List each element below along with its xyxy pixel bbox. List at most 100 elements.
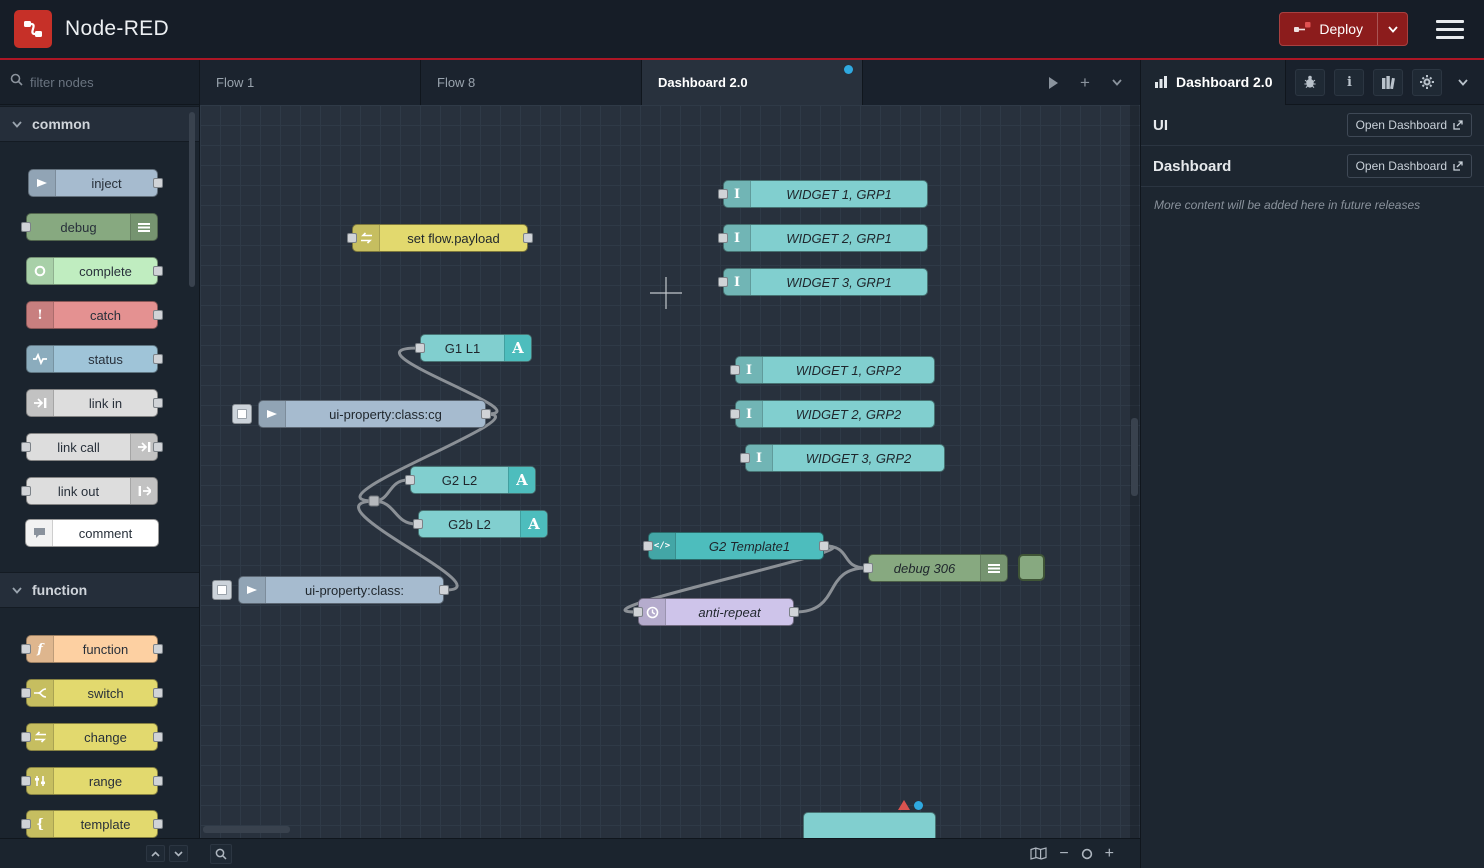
tab-flow-8[interactable]: Flow 8 bbox=[421, 60, 642, 105]
tab-scroll-right-button[interactable] bbox=[1040, 70, 1066, 96]
output-port[interactable] bbox=[153, 776, 163, 786]
input-port[interactable] bbox=[21, 486, 31, 496]
palette-node-link-call[interactable]: link call bbox=[21, 433, 163, 461]
input-port[interactable] bbox=[718, 233, 728, 243]
palette-node-inject[interactable]: inject bbox=[28, 169, 163, 197]
output-port[interactable] bbox=[153, 398, 163, 408]
flow-node-g2-l2[interactable]: G2 L2 A bbox=[405, 466, 536, 494]
input-port[interactable] bbox=[405, 475, 415, 485]
input-port[interactable] bbox=[347, 233, 357, 243]
open-dashboard-button-ui[interactable]: Open Dashboard bbox=[1346, 113, 1472, 137]
palette-category-common[interactable]: common bbox=[0, 106, 199, 142]
info-sidebar-button[interactable]: i bbox=[1334, 68, 1365, 96]
open-dashboard-button-dashboard[interactable]: Open Dashboard bbox=[1346, 154, 1472, 178]
output-port[interactable] bbox=[153, 644, 163, 654]
flow-node-debug-306[interactable]: debug 306 bbox=[863, 554, 1008, 582]
input-port[interactable] bbox=[730, 365, 740, 375]
debug-output-toggle-button[interactable] bbox=[1018, 554, 1045, 581]
palette-expand-all-button[interactable] bbox=[169, 845, 188, 862]
zoom-out-button[interactable]: − bbox=[1059, 844, 1069, 862]
output-port[interactable] bbox=[523, 233, 533, 243]
canvas-search-button[interactable] bbox=[210, 843, 232, 864]
input-port[interactable] bbox=[740, 453, 750, 463]
palette-category-function[interactable]: function bbox=[0, 572, 199, 608]
flow-node-widget3-grp1[interactable]: I WIDGET 3, GRP1 bbox=[718, 268, 928, 296]
flow-node-ui-property-class[interactable]: ui-property:class: bbox=[212, 576, 449, 604]
flow-node-widget2-grp1[interactable]: I WIDGET 2, GRP1 bbox=[718, 224, 928, 252]
config-sidebar-button[interactable] bbox=[1412, 68, 1443, 96]
canvas-horizontal-scrollbar[interactable] bbox=[203, 826, 290, 833]
flow-node-partial-bottom[interactable] bbox=[803, 812, 936, 838]
input-port[interactable] bbox=[21, 688, 31, 698]
flow-node-widget1-grp2[interactable]: I WIDGET 1, GRP2 bbox=[730, 356, 935, 384]
output-port[interactable] bbox=[153, 688, 163, 698]
flow-node-anti-repeat[interactable]: anti-repeat bbox=[633, 598, 799, 626]
palette-node-change[interactable]: change bbox=[21, 723, 163, 751]
palette-node-comment[interactable]: comment bbox=[25, 519, 159, 547]
flow-node-widget2-grp2[interactable]: I WIDGET 2, GRP2 bbox=[730, 400, 935, 428]
flow-node-widget3-grp2[interactable]: I WIDGET 3, GRP2 bbox=[740, 444, 945, 472]
palette-node-link-in[interactable]: link in bbox=[26, 389, 163, 417]
flow-node-ui-property-class-cg[interactable]: ui-property:class:cg bbox=[232, 400, 491, 428]
deploy-button[interactable]: Deploy bbox=[1279, 12, 1408, 46]
input-port[interactable] bbox=[415, 343, 425, 353]
navigator-button[interactable] bbox=[1030, 847, 1047, 860]
input-port[interactable] bbox=[21, 644, 31, 654]
palette-node-status[interactable]: status bbox=[26, 345, 163, 373]
tab-flow-1[interactable]: Flow 1 bbox=[200, 60, 421, 105]
flow-node-set-flow-payload[interactable]: set flow.payload bbox=[347, 224, 533, 252]
palette-filter-input[interactable] bbox=[30, 74, 199, 90]
palette-node-switch[interactable]: switch bbox=[21, 679, 163, 707]
input-port[interactable] bbox=[730, 409, 740, 419]
input-port[interactable] bbox=[643, 541, 653, 551]
output-port[interactable] bbox=[439, 585, 449, 595]
help-sidebar-button[interactable] bbox=[1373, 68, 1404, 96]
input-port[interactable] bbox=[863, 563, 873, 573]
node-enable-button[interactable] bbox=[212, 580, 232, 600]
input-port[interactable] bbox=[718, 189, 728, 199]
flow-node-g2-template1[interactable]: </> G2 Template1 bbox=[643, 532, 829, 560]
sidebar-menu-caret[interactable] bbox=[1450, 78, 1476, 86]
palette-node-link-out[interactable]: link out bbox=[21, 477, 158, 505]
node-enable-button[interactable] bbox=[232, 404, 252, 424]
palette-node-complete[interactable]: complete bbox=[26, 257, 163, 285]
input-port[interactable] bbox=[633, 607, 643, 617]
input-port[interactable] bbox=[21, 776, 31, 786]
input-port[interactable] bbox=[21, 222, 31, 232]
canvas-vertical-scrollbar[interactable] bbox=[1130, 105, 1139, 838]
flow-node-g2b-l2[interactable]: G2b L2 A bbox=[413, 510, 548, 538]
tab-dashboard-2-0[interactable]: Dashboard 2.0 bbox=[642, 60, 863, 105]
zoom-reset-button[interactable] bbox=[1081, 848, 1093, 860]
add-flow-button[interactable]: + bbox=[1080, 72, 1090, 92]
palette-node-debug[interactable]: debug bbox=[21, 213, 158, 241]
output-port[interactable] bbox=[153, 266, 163, 276]
output-port[interactable] bbox=[481, 409, 491, 419]
sidebar-tab-dashboard[interactable]: Dashboard 2.0 bbox=[1141, 59, 1287, 105]
output-port[interactable] bbox=[153, 178, 163, 188]
output-port[interactable] bbox=[153, 819, 163, 829]
palette-collapse-all-button[interactable] bbox=[146, 845, 165, 862]
flow-node-widget1-grp1[interactable]: I WIDGET 1, GRP1 bbox=[718, 180, 928, 208]
palette-node-range[interactable]: range bbox=[21, 767, 163, 795]
palette-node-template[interactable]: { template bbox=[21, 810, 163, 838]
output-port[interactable] bbox=[789, 607, 799, 617]
output-port[interactable] bbox=[819, 541, 829, 551]
flow-list-button[interactable] bbox=[1104, 70, 1130, 96]
input-port[interactable] bbox=[21, 819, 31, 829]
output-port[interactable] bbox=[153, 310, 163, 320]
palette-node-catch[interactable]: ! catch bbox=[26, 301, 163, 329]
debug-sidebar-button[interactable] bbox=[1295, 68, 1326, 96]
input-port[interactable] bbox=[413, 519, 423, 529]
deploy-options-caret[interactable] bbox=[1377, 13, 1407, 45]
palette-scrollbar[interactable] bbox=[189, 112, 195, 287]
input-port[interactable] bbox=[21, 442, 31, 452]
input-port[interactable] bbox=[21, 732, 31, 742]
output-port[interactable] bbox=[153, 732, 163, 742]
main-menu-button[interactable] bbox=[1436, 15, 1464, 44]
output-port[interactable] bbox=[153, 442, 163, 452]
input-port[interactable] bbox=[718, 277, 728, 287]
flow-node-g1-l1[interactable]: G1 L1 A bbox=[415, 334, 532, 362]
palette-search[interactable] bbox=[0, 60, 199, 105]
palette-node-function[interactable]: f function bbox=[21, 635, 163, 663]
zoom-in-button[interactable]: + bbox=[1104, 844, 1114, 862]
